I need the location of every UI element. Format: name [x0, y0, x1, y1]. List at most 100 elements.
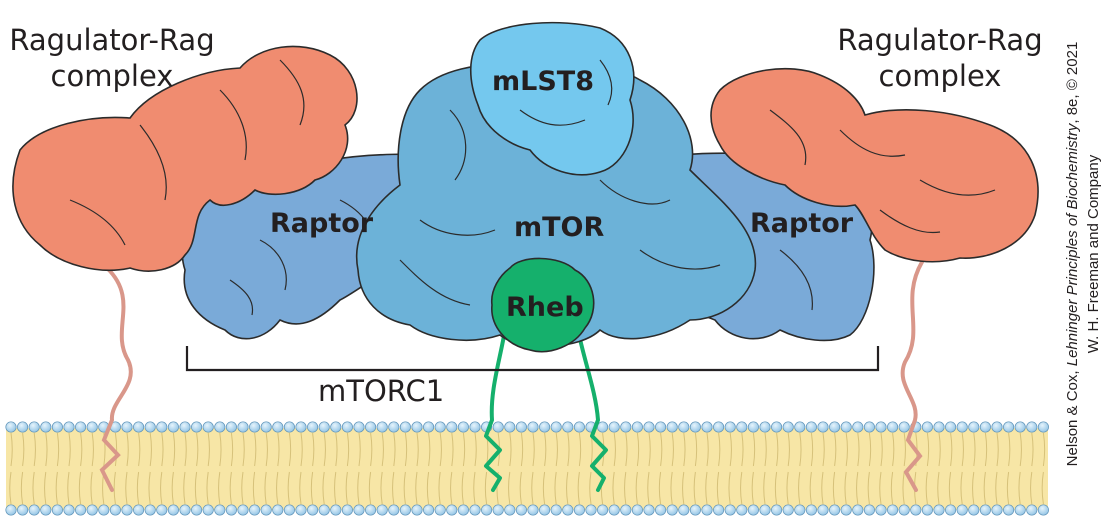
lipid-tail	[172, 432, 176, 467]
lipid-head	[573, 504, 585, 516]
lipid-tail	[171, 471, 174, 505]
lipid-head	[956, 421, 968, 433]
lipid-tail	[892, 432, 895, 467]
lipid-tail	[78, 471, 82, 505]
lipid-tail	[856, 471, 859, 505]
lipid-head	[991, 421, 1003, 433]
lipid-head	[179, 421, 191, 433]
lipid-head	[365, 421, 377, 433]
lipid-tail	[404, 432, 408, 467]
lipid-head	[133, 504, 145, 516]
lipid-tail	[763, 471, 766, 505]
lipid-head	[1003, 504, 1015, 516]
lipid-tail	[648, 432, 651, 467]
lipid-head	[666, 504, 678, 516]
lipid-head	[481, 504, 493, 516]
lipid-head	[341, 421, 353, 433]
lipid-tail	[728, 471, 731, 505]
lipid-tail	[926, 432, 930, 467]
lipid-tail	[972, 471, 975, 505]
lipid-tail	[821, 471, 824, 505]
lipid-tail	[322, 471, 325, 505]
lipid-tail	[741, 432, 744, 467]
lipid-head	[620, 421, 632, 433]
lipid-head	[527, 504, 539, 516]
lipid-tail	[973, 432, 976, 467]
lipid-head	[272, 504, 284, 516]
lipid-tail	[462, 432, 466, 467]
rheb-anchor-right	[576, 328, 608, 492]
right-complex-line1: Ragulator-Rag	[837, 23, 1043, 57]
lipid-head	[771, 421, 783, 433]
lipid-tail	[1008, 432, 1011, 467]
membrane-core	[6, 428, 1048, 510]
lipid-heads-top	[5, 421, 1049, 433]
lipid-tail	[149, 432, 152, 467]
lipid-head	[423, 504, 435, 516]
lipid-tail	[706, 432, 709, 467]
lipid-head	[968, 421, 980, 433]
lipid-tail	[694, 432, 698, 467]
lipid-head	[631, 421, 643, 433]
lipid-head	[5, 421, 17, 433]
left-complex-label: Ragulator-Rag complex	[0, 22, 232, 94]
lipid-tail	[542, 471, 546, 505]
lipid-tail	[532, 432, 535, 467]
lipid-head	[179, 504, 191, 516]
lipid-head	[469, 421, 481, 433]
lipid-tail	[114, 432, 118, 467]
lipid-head	[713, 504, 725, 516]
lipid-tail	[671, 432, 674, 467]
lipid-head	[921, 504, 933, 516]
lipid-head	[144, 504, 156, 516]
lipid-head	[283, 421, 295, 433]
lipid-head	[678, 504, 690, 516]
lipid-tail	[937, 471, 940, 505]
lipid-head	[434, 504, 446, 516]
rheb-label: Rheb	[506, 292, 584, 323]
lipid-tail	[357, 471, 360, 505]
ragulator-left-contours	[69, 59, 305, 246]
lipid-tail	[484, 471, 488, 505]
lipid-head	[191, 504, 203, 516]
lipid-head	[133, 421, 145, 433]
lipid-head	[492, 504, 504, 516]
lipid-head	[492, 421, 504, 433]
lipid-tail	[925, 471, 928, 505]
lipid-tail	[393, 432, 396, 467]
lipid-head	[515, 421, 527, 433]
lipid-tail	[10, 432, 13, 467]
lipid-tail	[705, 471, 708, 505]
lipid-tail	[832, 471, 836, 505]
lipid-tail	[577, 471, 580, 505]
lipid-head	[86, 504, 98, 516]
right-ragulator-anchor	[900, 260, 924, 492]
lipid-tail	[693, 471, 696, 505]
lipid-head	[956, 504, 968, 516]
lipid-head	[643, 504, 655, 516]
lipid-tail	[845, 432, 848, 467]
lipid-tail	[555, 432, 558, 467]
lipid-head	[562, 421, 574, 433]
raptor-right-label: Raptor	[750, 208, 854, 239]
lipid-head	[573, 421, 585, 433]
lipid-tail	[798, 471, 801, 505]
lipid-head	[121, 504, 133, 516]
lipid-tail	[252, 471, 256, 505]
lipid-tail	[890, 471, 894, 505]
lipid-head	[968, 504, 980, 516]
lipid-tail	[683, 432, 686, 467]
lipid-tail	[1041, 471, 1044, 505]
lipid-head	[353, 421, 365, 433]
lipid-head	[794, 421, 806, 433]
lipid-head	[945, 421, 957, 433]
lipid-head	[237, 504, 249, 516]
lipid-tail	[961, 432, 964, 467]
lipid-tail	[428, 432, 431, 467]
lipid-tail	[136, 471, 140, 505]
lipid-tail	[230, 432, 234, 467]
lipid-head	[736, 421, 748, 433]
lipid-head	[214, 504, 226, 516]
lipid-tail	[984, 432, 988, 467]
lipid-tail	[776, 432, 779, 467]
